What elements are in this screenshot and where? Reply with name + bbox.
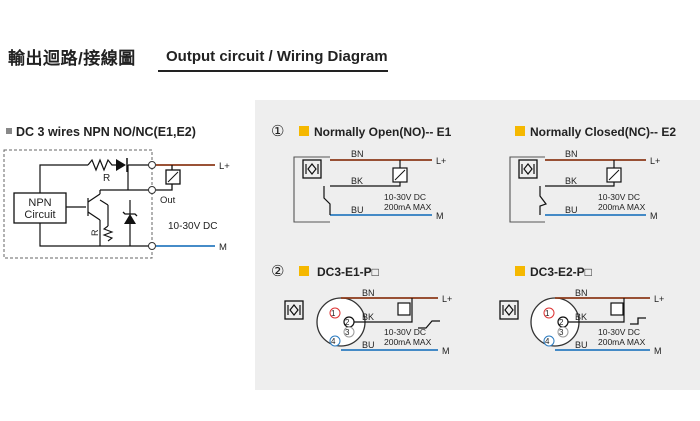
e1-bu-label: BU [351, 205, 364, 215]
p2-title-marker [515, 266, 525, 276]
e1-bk-label: BK [351, 176, 363, 186]
terminal-out [148, 186, 156, 194]
zener-bar [122, 211, 138, 217]
e2-m-label: M [650, 211, 658, 221]
p1-title: DC3-E1-P□ [317, 265, 379, 279]
e1-title: Normally Open(NO)-- E1 [314, 125, 452, 139]
e1-lplus-label: L+ [436, 156, 446, 166]
p2-diagram [499, 297, 650, 351]
resistor-side [102, 225, 114, 242]
npn-circuit-box [13, 192, 67, 224]
p1-pin-4: 4 [331, 337, 336, 346]
zener-icon [124, 214, 136, 224]
out-label: Out [160, 195, 176, 206]
left-m-label: M [219, 242, 227, 253]
left-circuit-title: DC 3 wires NPN NO/NC(E1,E2) [16, 125, 196, 139]
left-lplus-label: L+ [219, 161, 230, 172]
e1-m-label: M [436, 211, 444, 221]
e2-bu-label: BU [565, 205, 578, 215]
e1-current: 200mA MAX [384, 202, 432, 212]
p2-title: DC3-E2-P□ [530, 265, 592, 279]
p2-voltage: 10-30V DC [598, 327, 640, 337]
terminal-m [148, 242, 156, 250]
e2-bn-label: BN [565, 149, 578, 159]
left-title-square-icon [6, 128, 12, 134]
p1-diagram [284, 297, 440, 351]
p1-pin-2: 2 [345, 318, 350, 327]
e1-voltage: 10-30V DC [384, 192, 426, 202]
p2-lplus-label: L+ [654, 294, 664, 304]
p1-title-marker [299, 266, 309, 276]
p2-current: 200mA MAX [598, 337, 646, 347]
left-voltage-label: 10-30V DC [168, 221, 217, 232]
circuit-boundary [3, 149, 153, 259]
header-underline [158, 70, 388, 72]
resistor-top [87, 158, 116, 172]
p2-bn-label: BN [575, 288, 588, 298]
p2-pin-1: 1 [545, 309, 550, 318]
terminal-lplus [148, 161, 156, 169]
p2-pin-3: 3 [559, 328, 564, 337]
e2-lplus-label: L+ [650, 156, 660, 166]
section-1-number: ① [271, 123, 284, 140]
resistor-top-label: R [103, 173, 110, 184]
p1-pin-3: 3 [345, 328, 350, 337]
e2-voltage: 10-30V DC [598, 192, 640, 202]
load-relay-stroke [167, 171, 179, 183]
p1-current: 200mA MAX [384, 337, 432, 347]
p1-pin-1: 1 [331, 309, 336, 318]
e1-bn-label: BN [351, 149, 364, 159]
p2-bk-label: BK [575, 312, 587, 322]
e2-title: Normally Closed(NC)-- E2 [530, 125, 676, 139]
p2-pin-4: 4 [545, 337, 550, 346]
p1-voltage: 10-30V DC [384, 327, 426, 337]
p1-bn-label: BN [362, 288, 375, 298]
e1-diagram [293, 156, 432, 223]
p1-m-label: M [442, 346, 450, 356]
section-2-number: ② [271, 263, 284, 280]
circuit-label: Circuit [24, 209, 55, 221]
npn-label: NPN [28, 197, 51, 209]
e2-title-marker [515, 126, 525, 136]
e1-title-marker [299, 126, 309, 136]
e2-diagram [509, 156, 646, 223]
p1-bk-label: BK [362, 312, 374, 322]
header-title-en: Output circuit / Wiring Diagram [166, 48, 388, 65]
e2-current: 200mA MAX [598, 202, 646, 212]
diode-icon [116, 159, 126, 171]
p1-bu-label: BU [362, 340, 375, 350]
p2-pin-2: 2 [559, 318, 564, 327]
p1-lplus-label: L+ [442, 294, 452, 304]
p2-bu-label: BU [575, 340, 588, 350]
p2-m-label: M [654, 346, 662, 356]
resistor-side-label: R [90, 229, 100, 236]
header-title-cn: 輸出迴路/接線圖 [8, 49, 136, 68]
e2-bk-label: BK [565, 176, 577, 186]
